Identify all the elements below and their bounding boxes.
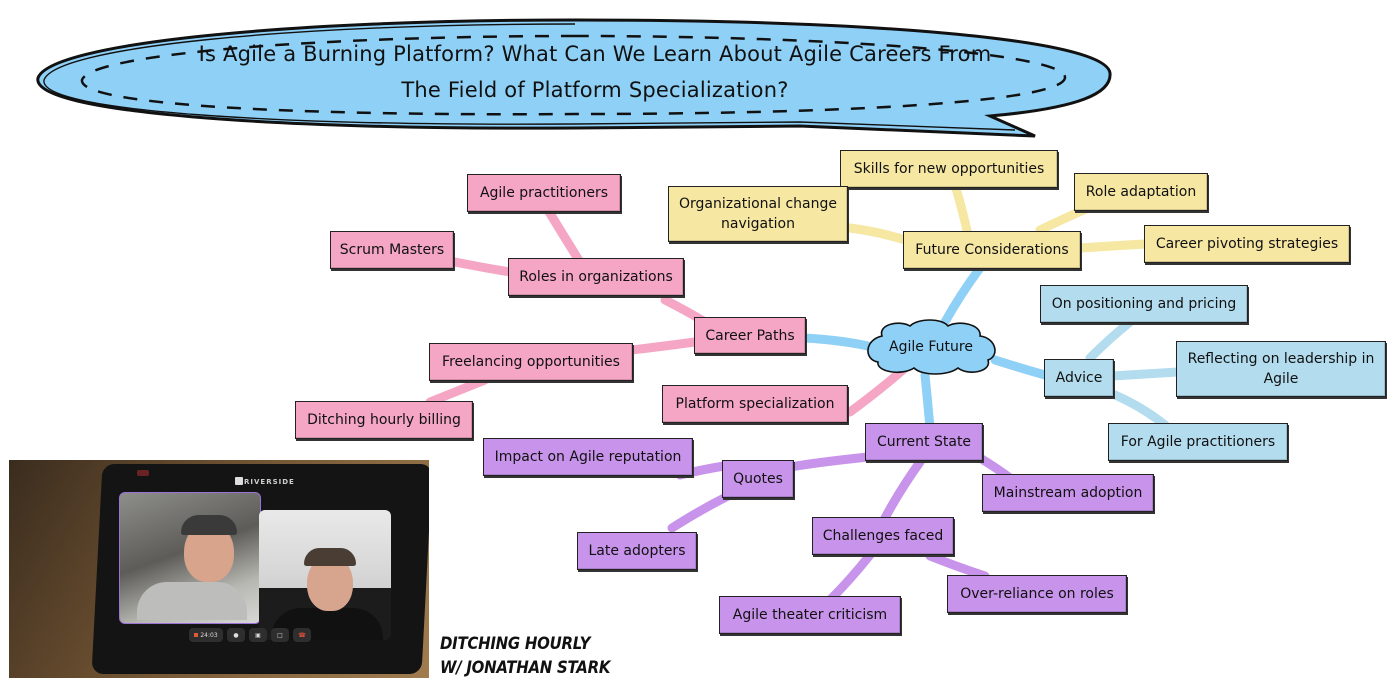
page-title: Is Agile a Burning Platform? What Can We…: [130, 36, 1060, 108]
cloud-icon: [867, 319, 996, 375]
riverside-logo-icon: [235, 477, 243, 485]
episode-caption: Ditching Hourly w/ Jonathan Stark: [440, 632, 610, 680]
title-line-2: The Field of Platform Specialization?: [401, 78, 789, 102]
camera-icon: ▣: [255, 631, 261, 639]
caption-line-2: w/ Jonathan Stark: [440, 658, 611, 678]
camera-button[interactable]: ▣: [249, 628, 267, 642]
timer-label: 24:03: [200, 631, 218, 639]
node-career-pivoting-strategies[interactable]: Career pivoting strategies: [1144, 225, 1350, 263]
participant-2-hair: [304, 548, 356, 566]
node-organizational-change-navigation[interactable]: Organizational change navigation: [668, 186, 848, 242]
node-late-adopters[interactable]: Late adopters: [577, 532, 697, 570]
share-screen-button[interactable]: □: [271, 628, 289, 642]
title-speech-bubble: Is Agile a Burning Platform? What Can We…: [30, 8, 1120, 138]
root-node-agile-future[interactable]: Agile Future: [889, 339, 973, 355]
call-controls: 24:03 ● ▣ □ ☎: [189, 628, 311, 642]
participant-1-body: [137, 582, 247, 620]
caption-line-1: Ditching Hourly: [440, 634, 591, 654]
node-skills-for-new-opportunities[interactable]: Skills for new opportunities: [840, 150, 1058, 188]
node-career-paths[interactable]: Career Paths: [694, 317, 806, 354]
node-scrum-masters[interactable]: Scrum Masters: [330, 231, 454, 269]
node-on-positioning-and-pricing[interactable]: On positioning and pricing: [1040, 285, 1248, 323]
hang-up-button[interactable]: ☎: [293, 628, 311, 642]
microphone-button[interactable]: ●: [227, 628, 245, 642]
node-future-considerations[interactable]: Future Considerations: [903, 231, 1081, 269]
node-platform-specialization[interactable]: Platform specialization: [662, 385, 848, 423]
participant-2-body: [271, 608, 383, 640]
node-agile-practitioners[interactable]: Agile practitioners: [467, 174, 621, 212]
node-mainstream-adoption[interactable]: Mainstream adoption: [982, 474, 1154, 512]
share-screen-icon: □: [277, 631, 283, 639]
node-advice[interactable]: Advice: [1044, 359, 1114, 397]
brand-label: RIVERSIDE: [244, 478, 295, 486]
node-current-state[interactable]: Current State: [865, 423, 983, 461]
node-quotes[interactable]: Quotes: [722, 460, 794, 498]
recording-badge: [137, 470, 149, 476]
node-challenges-faced[interactable]: Challenges faced: [812, 517, 954, 555]
participant-1-cap: [181, 515, 237, 535]
node-agile-theater-criticism[interactable]: Agile theater criticism: [719, 596, 901, 634]
node-over-reliance-on-roles[interactable]: Over-reliance on roles: [947, 575, 1127, 613]
record-icon: [194, 633, 199, 637]
record-timer-button[interactable]: 24:03: [189, 628, 223, 642]
title-line-1: Is Agile a Burning Platform? What Can We…: [198, 42, 992, 66]
microphone-icon: ●: [233, 631, 239, 639]
node-roles-in-organizations[interactable]: Roles in organizations: [508, 258, 684, 296]
node-role-adaptation[interactable]: Role adaptation: [1074, 173, 1208, 211]
node-freelancing-opportunities[interactable]: Freelancing opportunities: [429, 343, 633, 381]
node-impact-on-agile-reputation[interactable]: Impact on Agile reputation: [483, 438, 693, 476]
phone-hangup-icon: ☎: [298, 631, 306, 639]
node-reflecting-on-leadership-in-agile[interactable]: Reflecting on leadership in Agile: [1176, 341, 1386, 397]
node-for-agile-practitioners[interactable]: For Agile practitioners: [1108, 423, 1288, 461]
video-call-thumbnail: RIVERSIDE 24:03 ● ▣ □ ☎: [9, 460, 429, 678]
node-ditching-hourly-billing[interactable]: Ditching hourly billing: [295, 401, 473, 439]
